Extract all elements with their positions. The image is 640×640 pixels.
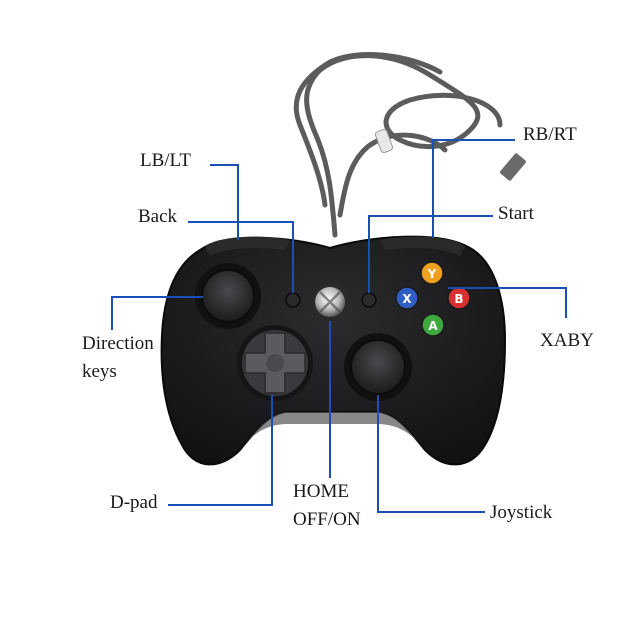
- leader-line-xaby: [448, 287, 567, 318]
- label-rb-rt: RB/RT: [523, 124, 577, 145]
- a-button: [421, 313, 445, 337]
- a-button-letter: A: [428, 319, 438, 333]
- label-home-line2: OFF/ON: [293, 509, 361, 530]
- start-button: [361, 292, 377, 308]
- leader-line-rb-rt: [432, 139, 515, 238]
- cable-tie: [374, 128, 394, 154]
- right-joystick: [344, 333, 412, 401]
- label-lb-lt: LB/LT: [140, 150, 192, 171]
- label-d-pad: D-pad: [110, 492, 158, 513]
- home-button: [311, 283, 349, 321]
- leader-line-joystick: [377, 395, 485, 513]
- leader-line-back: [188, 221, 294, 293]
- usb-cable: [293, 52, 503, 238]
- leader-line-lb-lt: [210, 164, 239, 240]
- label-xaby: XABY: [540, 330, 594, 351]
- leader-line-start: [368, 215, 493, 293]
- back-button: [285, 292, 301, 308]
- y-button-letter: Y: [427, 267, 437, 281]
- leader-line-d-pad: [168, 395, 273, 506]
- x-button-letter: X: [402, 292, 412, 306]
- label-joystick: Joystick: [490, 502, 553, 523]
- label-back: Back: [138, 206, 178, 227]
- leader-line-direction-keys: [111, 296, 203, 330]
- y-button: [420, 261, 444, 285]
- x-button: [395, 286, 419, 310]
- left-joystick: [195, 263, 261, 329]
- label-direction-keys-line1: Direction: [82, 333, 154, 354]
- face-buttons: Y X B A: [395, 261, 471, 337]
- d-pad: [237, 325, 313, 401]
- leader-lines: [111, 139, 567, 513]
- label-home-line1: HOME: [293, 481, 349, 502]
- b-button-letter: B: [454, 292, 463, 306]
- label-start: Start: [498, 203, 534, 224]
- label-direction-keys-line2: keys: [82, 361, 117, 382]
- usb-plug: [500, 153, 526, 181]
